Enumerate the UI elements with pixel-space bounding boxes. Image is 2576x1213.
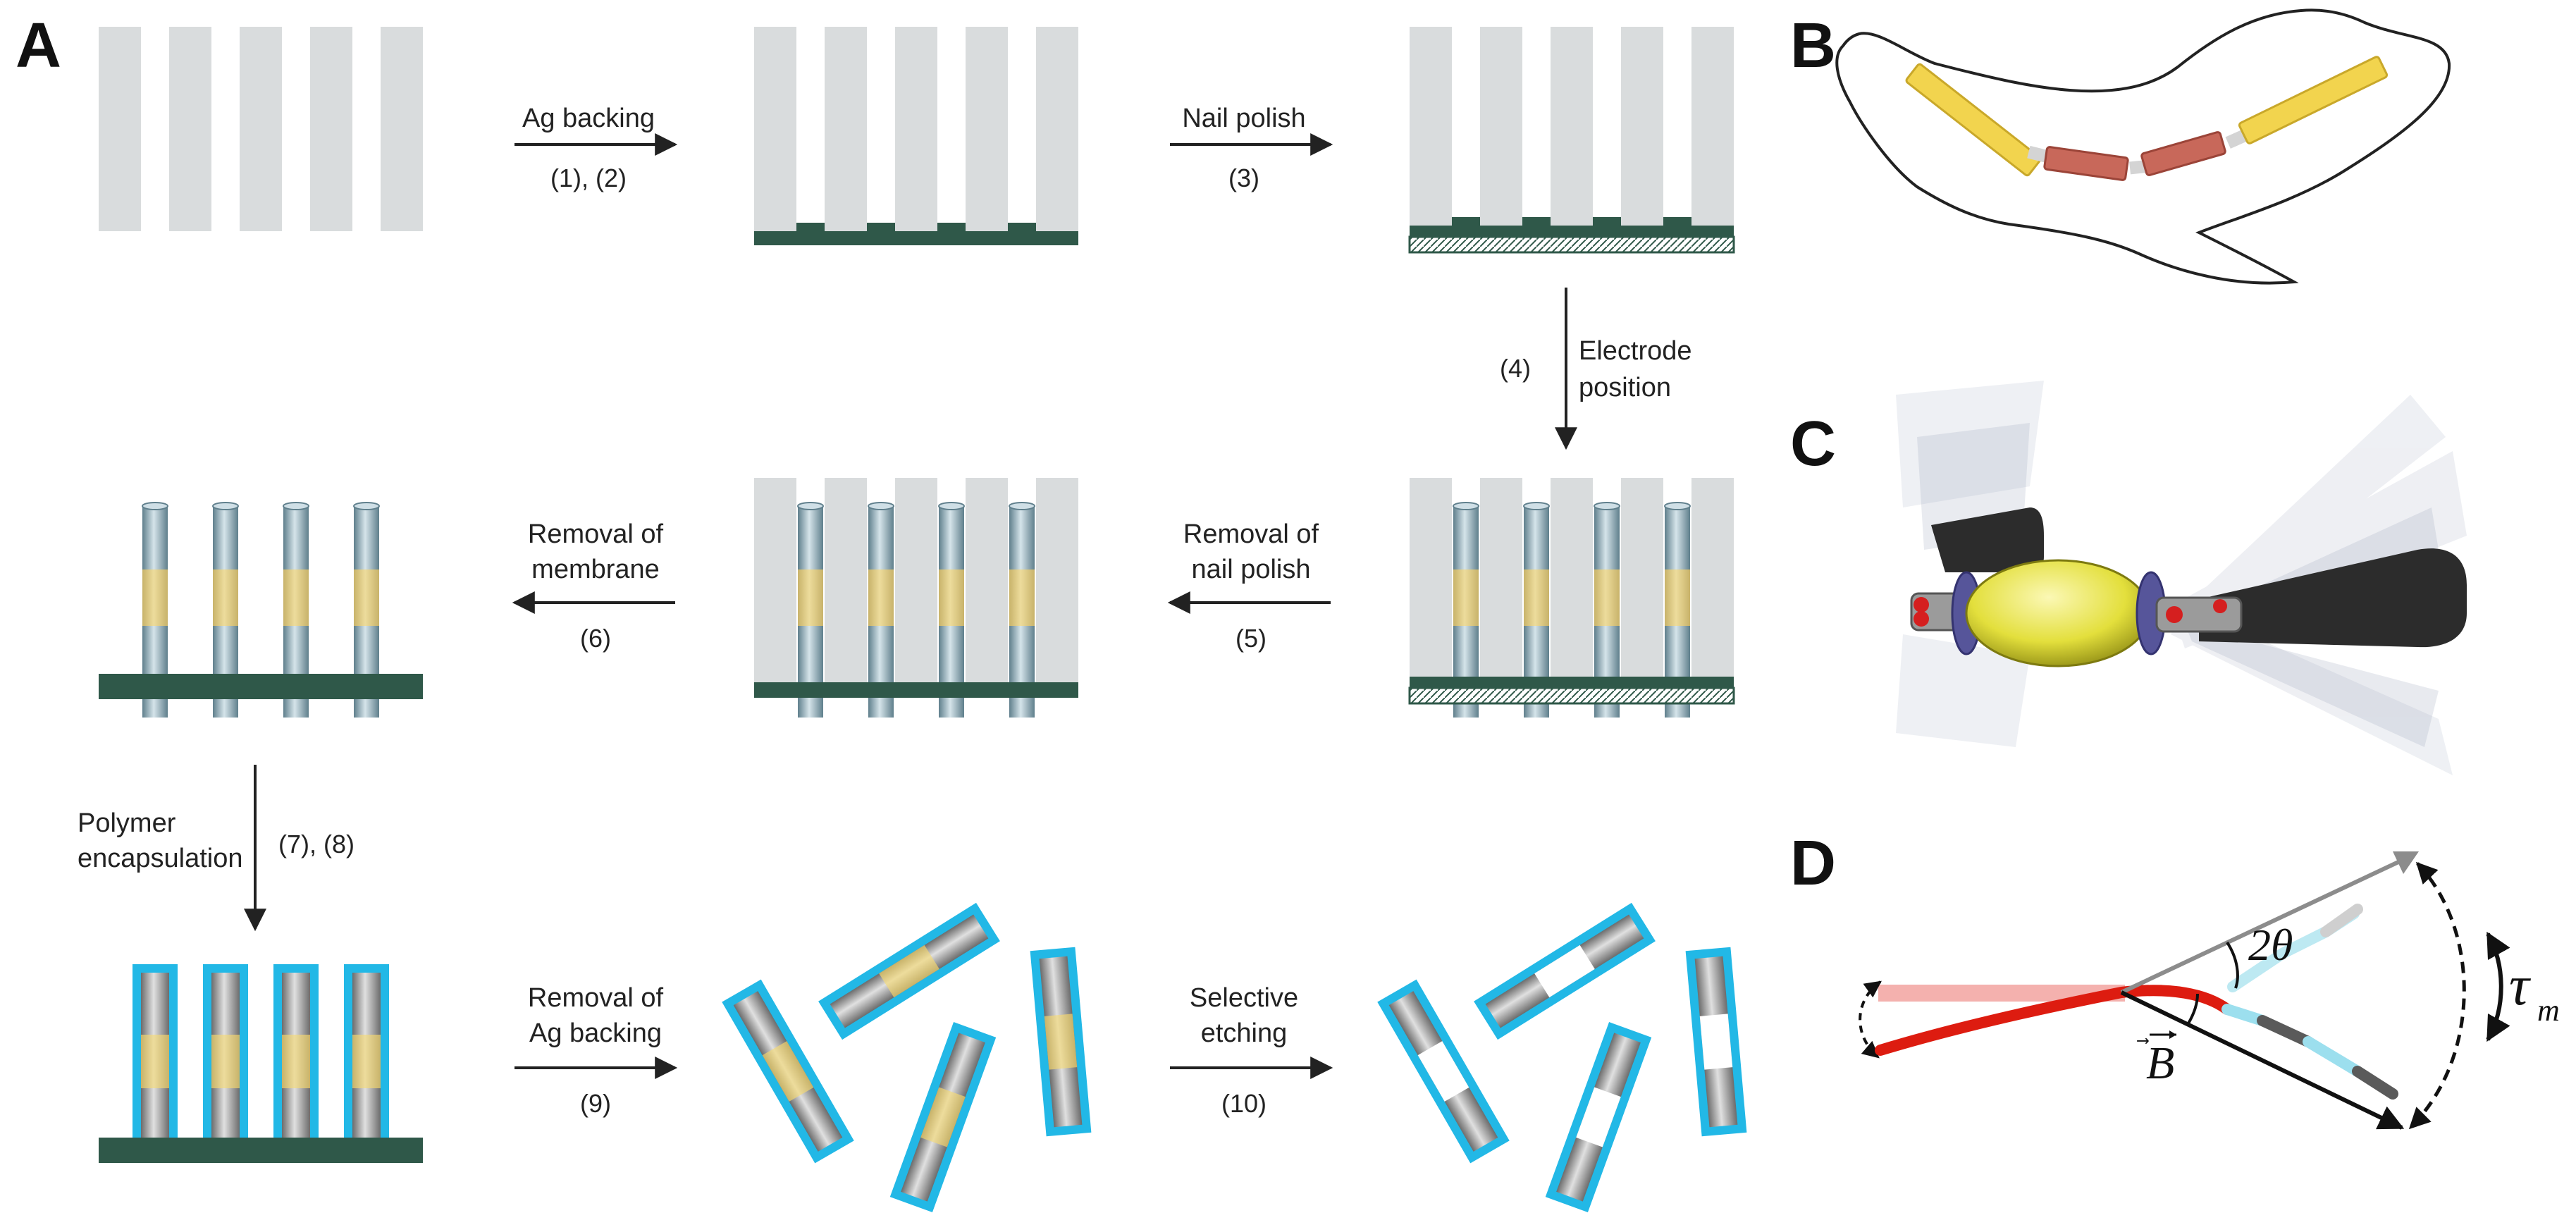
- membrane-with-nail-polish: [1408, 27, 1735, 254]
- flexible-tail-diagram: 2θ ⃗ B τ m: [1859, 851, 2560, 1130]
- step-selective-etching-line2: etching: [1201, 1018, 1288, 1048]
- step-remove-ag-backing: Removal of Ag backing (9): [514, 983, 678, 1118]
- torque-subscript: m: [2537, 993, 2560, 1028]
- step-selective-etching-num: (10): [1221, 1089, 1267, 1118]
- step-electrodeposition-line2: position: [1579, 373, 1671, 402]
- step-remove-membrane-line1: Removal of: [528, 519, 664, 549]
- step-electrodeposition-num: (4): [1500, 354, 1531, 383]
- step-selective-etching: Selective etching (10): [1170, 983, 1333, 1118]
- step-remove-ag-backing-num: (9): [580, 1089, 611, 1118]
- encapsulated-wires: [99, 964, 423, 1163]
- panel-label-b: B: [1790, 11, 1836, 81]
- step-remove-nail-polish-line2: nail polish: [1192, 555, 1311, 584]
- etched-rods: [1377, 902, 1747, 1212]
- released-rods: [722, 902, 1092, 1212]
- membrane-with-backing: [754, 27, 1078, 245]
- step-remove-nail-polish-num: (5): [1235, 624, 1267, 653]
- step-polymer-encapsulation-line1: Polymer: [78, 808, 176, 838]
- step-remove-nail-polish-line1: Removal of: [1183, 519, 1319, 549]
- step-remove-nail-polish: Removal of nail polish (5): [1167, 519, 1331, 653]
- fish-swimmer: [1835, 8, 2451, 285]
- membrane-with-wires: [754, 478, 1078, 718]
- step-polymer-encapsulation-num: (7), (8): [278, 830, 355, 858]
- angle-label: 2θ: [2248, 920, 2293, 970]
- step-electrodeposition: (4) Electrode position: [1500, 288, 1692, 450]
- step-ag-backing-title: Ag backing: [522, 104, 655, 133]
- field-label: B: [2146, 1037, 2174, 1089]
- panel-label-c: C: [1790, 409, 1836, 479]
- membrane-plain: [99, 27, 423, 231]
- step-remove-membrane-num: (6): [580, 624, 611, 653]
- step-remove-membrane-line2: membrane: [531, 555, 660, 584]
- step-nail-polish-num: (3): [1228, 164, 1259, 192]
- step-nail-polish: Nail polish (3): [1170, 104, 1333, 192]
- step-ag-backing-num: (1), (2): [550, 164, 627, 192]
- step-nail-polish-title: Nail polish: [1182, 104, 1305, 133]
- step-remove-membrane: Removal of membrane (6): [512, 519, 675, 653]
- multilink-swimmer: [1896, 381, 2467, 775]
- step-polymer-encapsulation-line2: encapsulation: [78, 844, 243, 873]
- wires-on-backing: [99, 502, 423, 718]
- step-remove-ag-backing-line1: Removal of: [528, 983, 664, 1013]
- panel-label-a: A: [16, 11, 61, 81]
- step-electrodeposition-line1: Electrode: [1579, 336, 1692, 366]
- step-ag-backing: Ag backing (1), (2): [514, 104, 678, 192]
- step-polymer-encapsulation: Polymer encapsulation (7), (8): [78, 765, 355, 932]
- step-selective-etching-line1: Selective: [1190, 983, 1298, 1013]
- membrane-with-wires-polish: [1408, 478, 1735, 718]
- step-remove-ag-backing-line2: Ag backing: [529, 1018, 662, 1048]
- torque-label: τ: [2509, 955, 2532, 1017]
- panel-label-d: D: [1790, 828, 1836, 899]
